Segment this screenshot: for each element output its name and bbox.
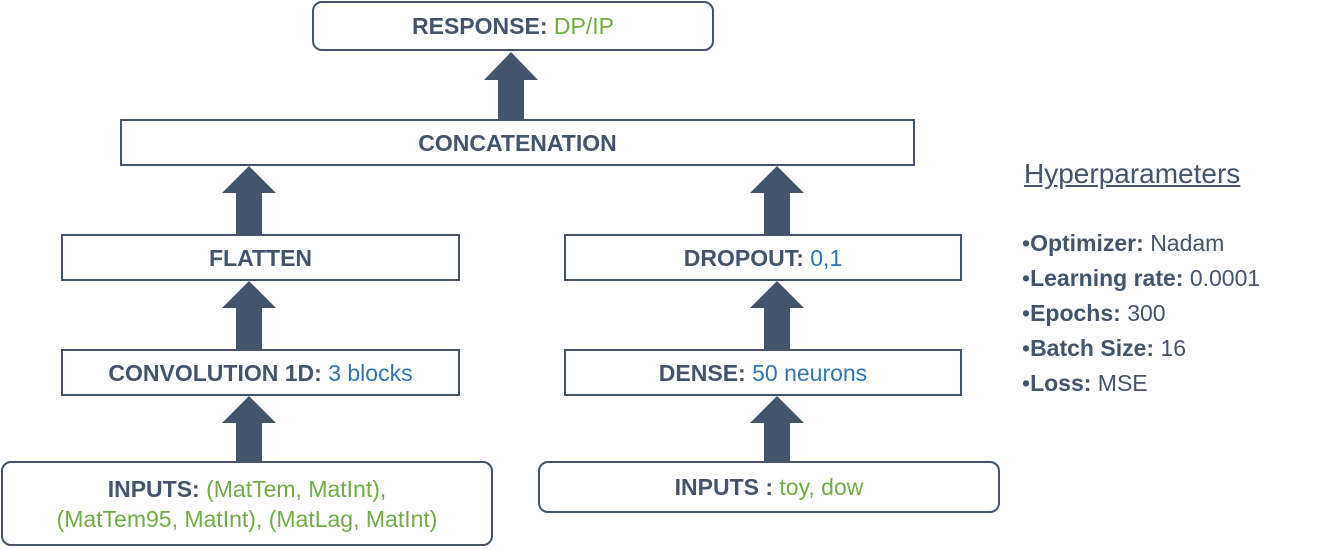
bullet: • (1022, 265, 1031, 291)
bullet: • (1022, 300, 1031, 326)
left-inputs-value-line1: (MatTem, MatInt), (206, 475, 387, 502)
left-inputs-box: INPUTS: (MatTem, MatInt), (MatTem95, Mat… (1, 461, 493, 546)
hyperparameter-key: Epochs: (1030, 300, 1121, 326)
right-inputs-label: INPUTS : (674, 474, 774, 500)
hyperparameter-item: •Batch Size: 16 (1022, 333, 1260, 368)
hyperparameter-item: •Loss: MSE (1022, 368, 1260, 403)
arrow-concat-to-response (484, 52, 538, 119)
hyperparameter-item: •Learning rate: 0.0001 (1022, 263, 1260, 298)
arrow-dropout-to-concat (750, 166, 804, 234)
flatten-box: FLATTEN (61, 234, 460, 281)
hyperparameter-key: Loss: (1030, 370, 1092, 396)
bullet: • (1022, 370, 1031, 396)
dropout-value: 0,1 (810, 244, 843, 271)
response-value: DP/IP (553, 13, 614, 39)
arrow-inputs-to-conv (222, 396, 276, 461)
arrow-dense-to-dropout (750, 281, 804, 349)
arrow-inputs-to-dense (750, 396, 804, 461)
hyperparameters-list: •Optimizer: Nadam •Learning rate: 0.0001… (1022, 228, 1260, 403)
hyperparameter-value: 16 (1160, 335, 1187, 361)
flatten-label: FLATTEN (208, 244, 313, 271)
hyperparameter-item: •Optimizer: Nadam (1022, 228, 1260, 263)
right-inputs-box: INPUTS : toy, dow (538, 461, 1000, 513)
hyperparameter-key: Optimizer: (1030, 230, 1144, 256)
convolution-value: 3 blocks (328, 359, 413, 386)
hyperparameter-item: •Epochs: 300 (1022, 298, 1260, 333)
arrow-flatten-to-concat (222, 166, 276, 234)
hyperparameter-key: Batch Size: (1030, 335, 1155, 361)
convolution-label: CONVOLUTION 1D: (108, 359, 322, 386)
response-box: RESPONSE: DP/IP (312, 1, 714, 51)
hyperparameter-value: 300 (1127, 300, 1166, 326)
hyperparameter-value: Nadam (1150, 230, 1225, 256)
arrow-conv-to-flatten (222, 281, 276, 349)
concatenation-box: CONCATENATION (120, 119, 915, 166)
hyperparameter-value: 0.0001 (1189, 265, 1261, 291)
hyperparameters-title: Hyperparameters (1024, 158, 1241, 189)
left-inputs-label: INPUTS: (107, 475, 200, 502)
convolution-box: CONVOLUTION 1D: 3 blocks (61, 349, 460, 396)
left-inputs-value-line2: (MatTem95, MatInt), (MatLag, MatInt) (56, 505, 438, 532)
hyperparameter-value: MSE (1097, 370, 1148, 396)
right-inputs-value: toy, dow (779, 474, 864, 500)
dropout-label: DROPOUT: (683, 244, 804, 271)
response-label: RESPONSE: (412, 13, 548, 39)
concatenation-label: CONCATENATION (418, 129, 617, 156)
hyperparameter-key: Learning rate: (1030, 265, 1184, 291)
dropout-box: DROPOUT: 0,1 (564, 234, 962, 281)
dense-value: 50 neurons (752, 359, 868, 386)
bullet: • (1022, 335, 1031, 361)
dense-box: DENSE: 50 neurons (564, 349, 962, 396)
bullet: • (1022, 230, 1031, 256)
dense-label: DENSE: (658, 359, 746, 386)
